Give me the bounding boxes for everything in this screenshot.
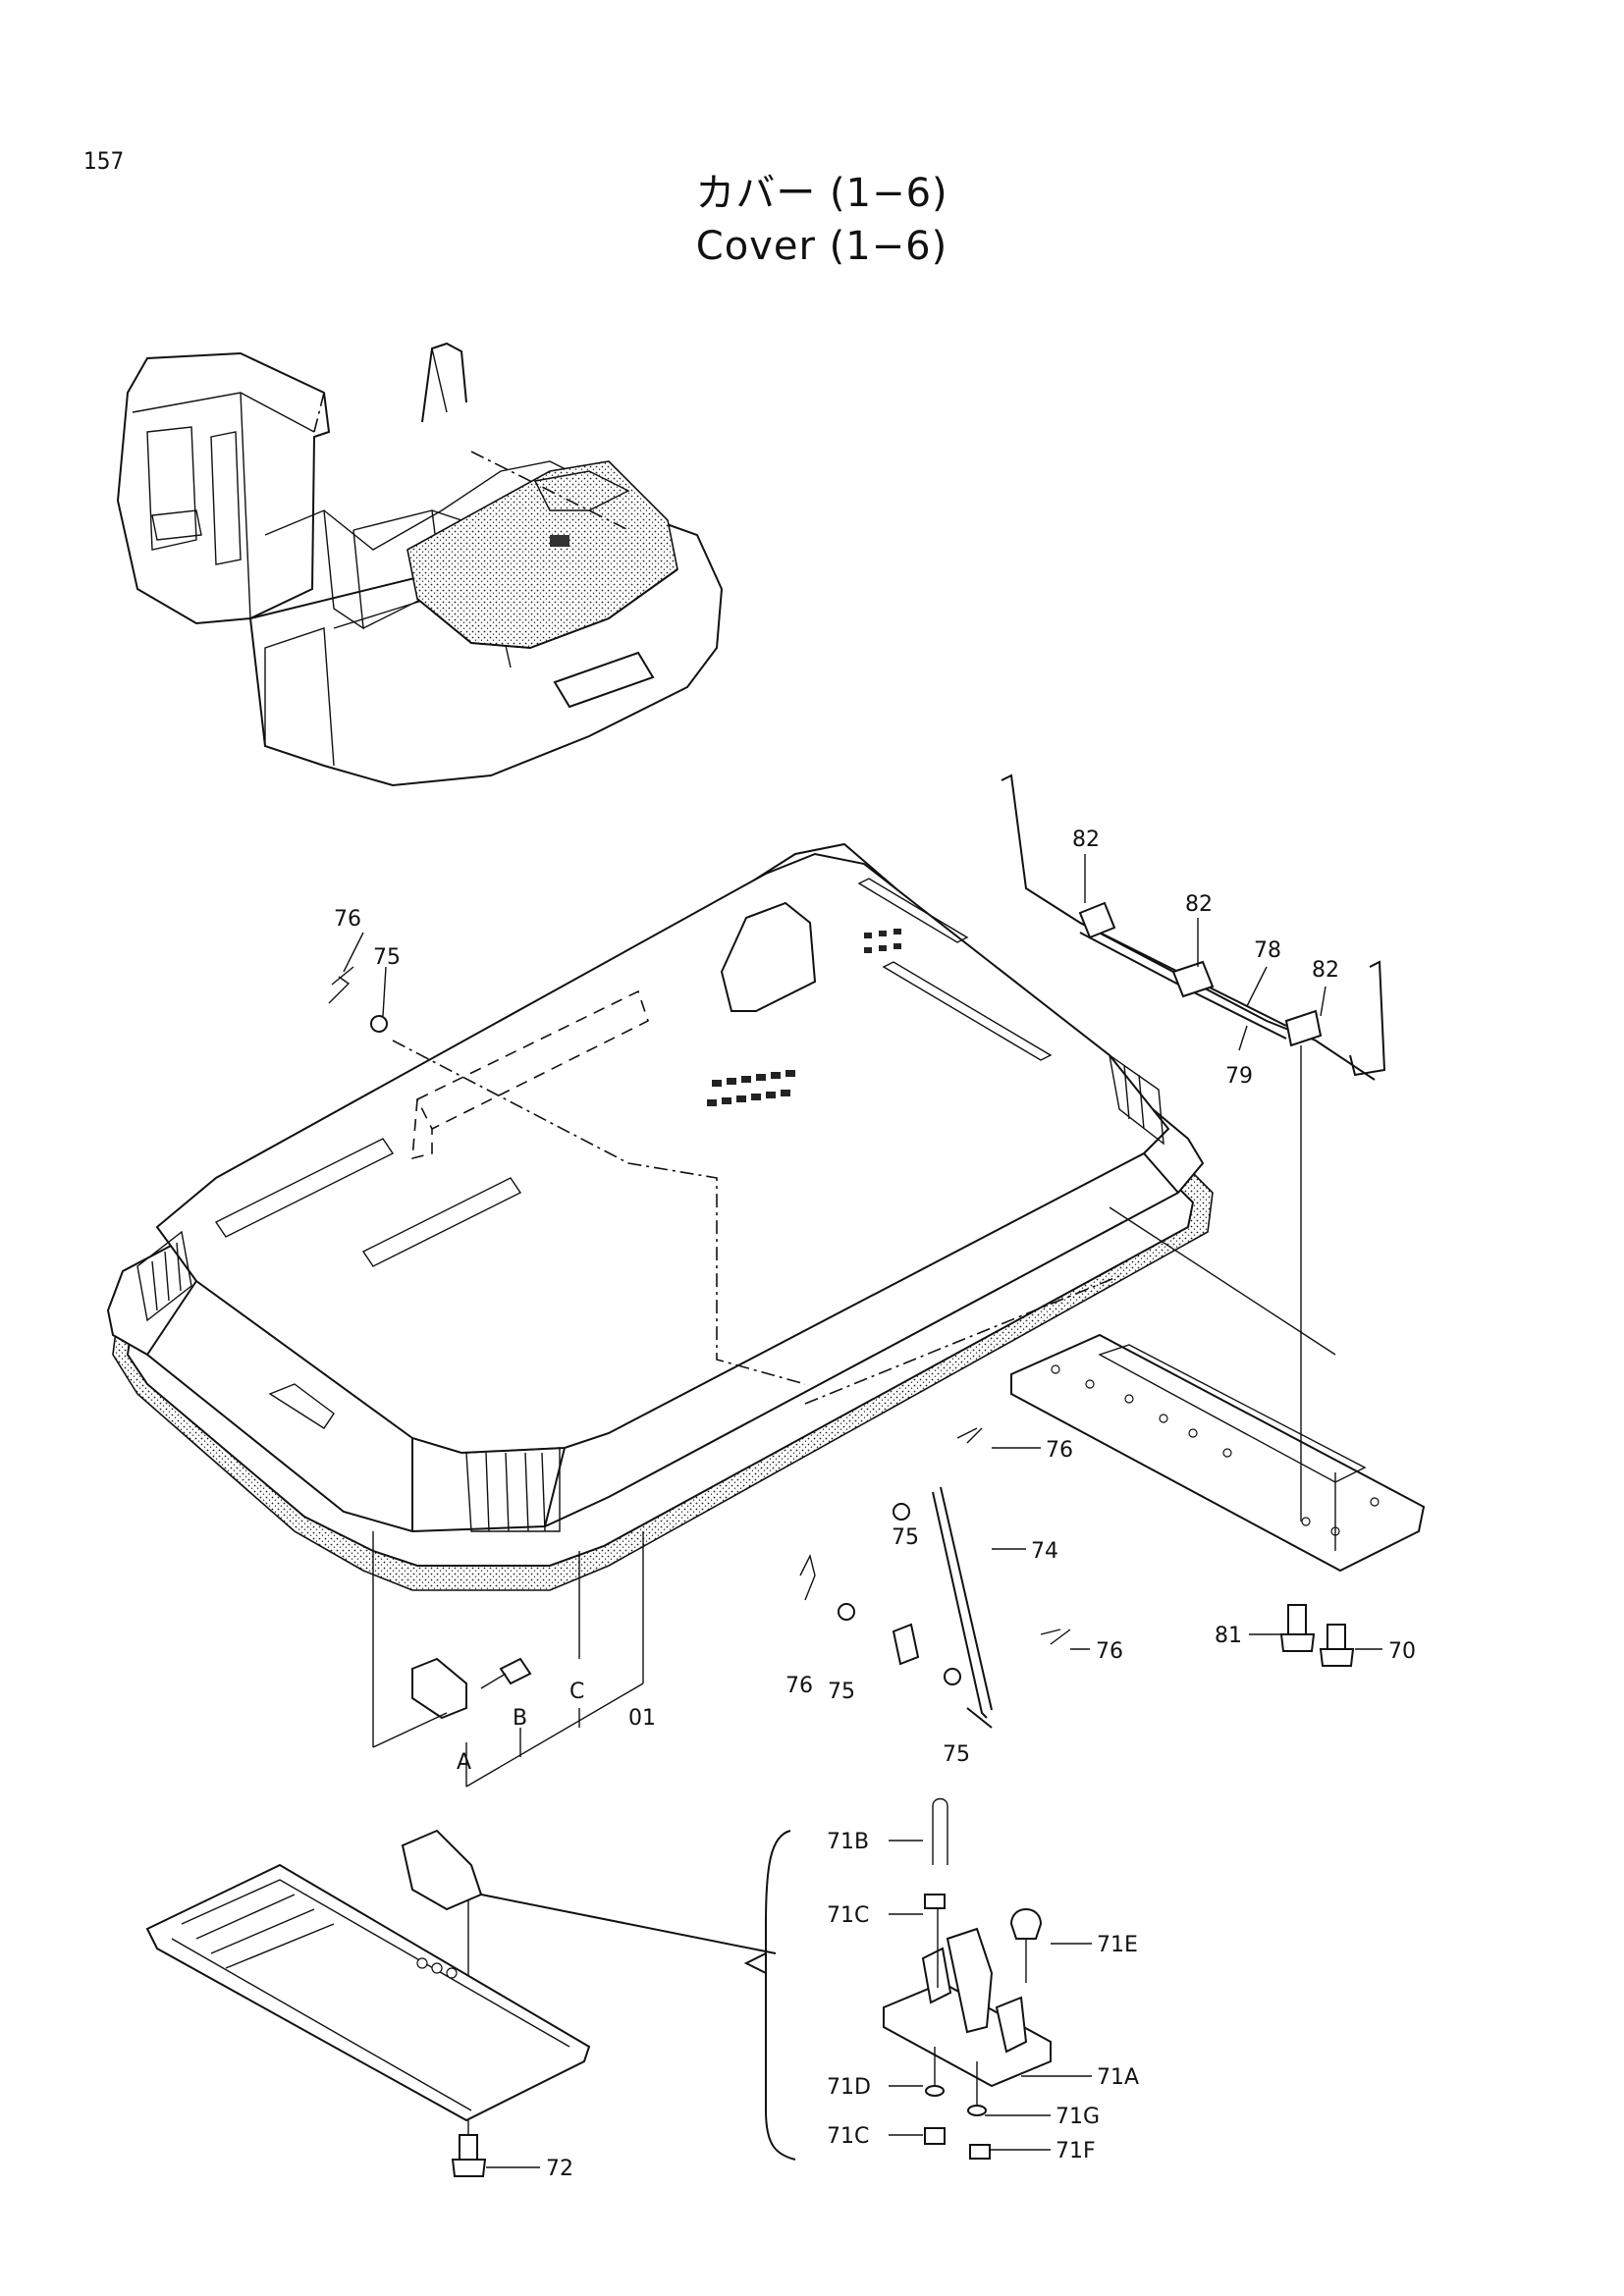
page-title-english: Cover (1−6) [695,224,948,269]
callout-A: A [457,1750,471,1775]
lower-frame [145,1829,777,2122]
callout-75: 75 [828,1680,855,1704]
mounting-plate [1010,1333,1426,1573]
title-block: カバー (1−6) Cover (1−6) [0,167,1624,273]
callout-76: 76 [1046,1438,1073,1463]
leader-lines [343,854,1382,2168]
excavator-overview-illustration [116,342,724,787]
callout-75: 75 [943,1742,970,1767]
callout-C: C [569,1680,584,1704]
bracket-detail-71 [743,1797,1052,2161]
callout-78: 78 [1254,938,1281,963]
callout-71D: 71D [827,2075,871,2100]
bolts [451,1604,1355,2177]
callout-76: 76 [1096,1639,1123,1664]
callout-B: B [513,1706,527,1731]
callout-81: 81 [1215,1624,1242,1648]
callout-82: 82 [1185,892,1213,917]
callout-74: 74 [1031,1539,1058,1564]
callout-70: 70 [1388,1639,1416,1664]
page-number: 157 [83,147,125,175]
callout-82: 82 [1072,828,1100,852]
callout-82: 82 [1312,958,1339,983]
support-rod-assembly [1001,774,1386,1551]
callout-71B: 71B [827,1830,869,1854]
callout-72: 72 [546,2157,573,2181]
callout-79: 79 [1225,1064,1253,1089]
callout-76: 76 [785,1674,813,1698]
callout-71A: 71A [1097,2065,1139,2090]
latch-assembly [372,1531,644,1788]
callout-71G: 71G [1056,2105,1100,2129]
page-title-japanese: カバー (1−6) [695,171,948,216]
callout-71F: 71F [1056,2139,1096,2163]
callout-75: 75 [373,945,401,970]
callout-75: 75 [892,1525,919,1550]
engine-cover-01 [106,842,1214,1591]
callout-71E: 71E [1097,1933,1138,1957]
callout-71C: 71C [827,1903,869,1928]
callout-71C: 71C [827,2124,869,2149]
part-callouts: 82 82 78 82 79 76 75 76 75 74 76 75 75 7… [334,828,1416,2181]
callout-76: 76 [334,907,361,932]
callout-01: 01 [628,1706,656,1731]
stay-rod-and-clips [328,966,1071,1729]
